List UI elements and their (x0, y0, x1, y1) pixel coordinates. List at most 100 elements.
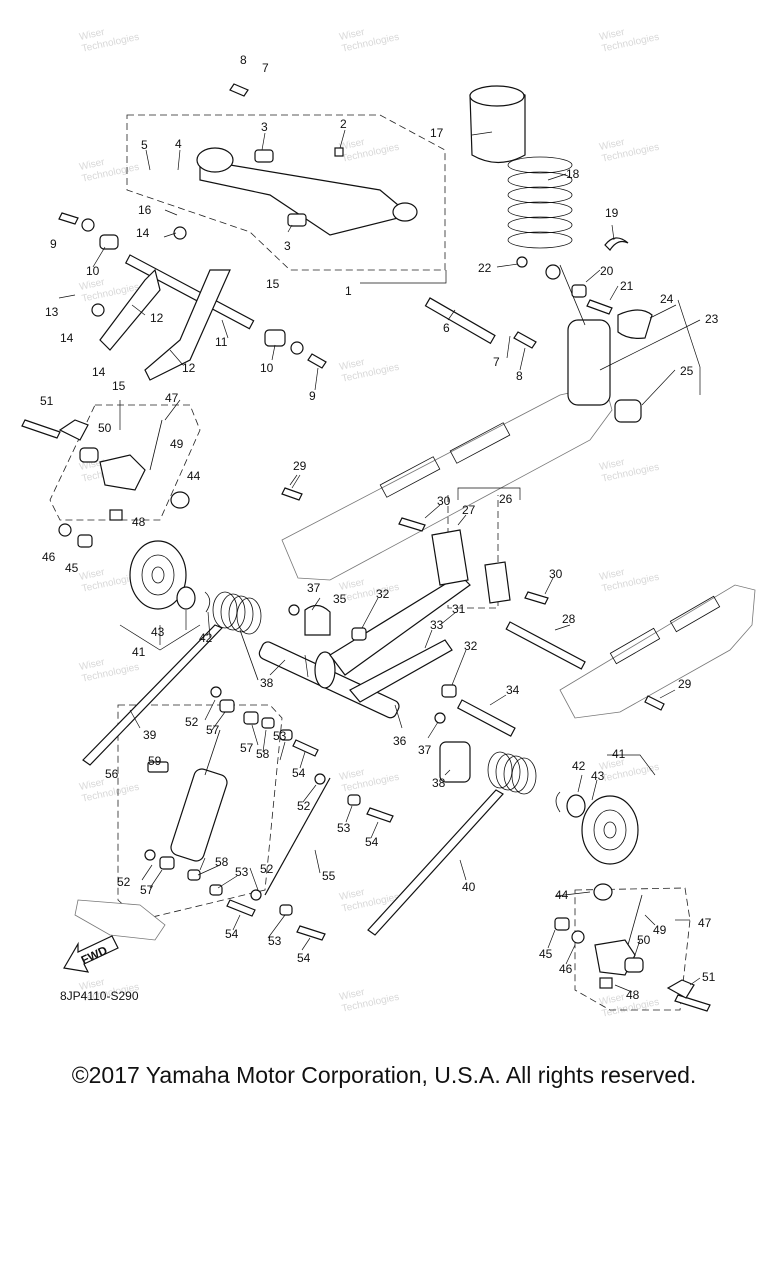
bolt-8 (513, 331, 537, 349)
callout-35: 35 (333, 592, 347, 606)
washer-37 (434, 712, 446, 724)
shock-bump-stop-top (469, 85, 525, 107)
nut-48 (109, 509, 123, 521)
circlip-42 (204, 591, 211, 613)
bolt-49 (627, 894, 643, 946)
bushing-44 (170, 491, 190, 509)
collar-57 (219, 699, 235, 713)
callout-37: 37 (307, 581, 321, 595)
callout-56: 56 (105, 767, 119, 781)
leader-lines (58, 129, 701, 993)
bolt-30 (398, 517, 426, 532)
collar-58 (261, 717, 275, 729)
callouts: 1 2 3 3 4 5 6 7 7 8 8 9 9 10 10 11 12 12… (40, 53, 719, 1002)
shaft-28 (505, 621, 586, 670)
callout-52: 52 (260, 862, 274, 876)
callout-54: 54 (292, 766, 306, 780)
callout-47: 47 (165, 391, 179, 405)
group-box-47-left (49, 404, 201, 521)
callout-52: 52 (185, 715, 199, 729)
washer-52 (314, 773, 326, 785)
svg-text:Wiser: Wiser (598, 992, 626, 1008)
collar-10 (99, 234, 119, 250)
svg-text:Wiser: Wiser (78, 27, 106, 43)
bolt-49 (149, 419, 163, 471)
bolts (21, 83, 711, 1012)
shaft-11 (124, 254, 255, 330)
bushing-3 (254, 149, 274, 163)
wheel-bracket-right (554, 883, 695, 999)
collar-20 (571, 284, 587, 298)
callout-54: 54 (297, 951, 311, 965)
upper-arm-assembly (81, 147, 496, 381)
callout-3: 3 (284, 239, 291, 253)
callout-25: 25 (680, 364, 694, 378)
callout-17: 17 (430, 126, 444, 140)
fwd-arrow: FWD (63, 935, 119, 973)
callout-48: 48 (132, 515, 146, 529)
bracket-49-body (99, 454, 146, 491)
shaft-34 (456, 699, 516, 737)
nut-48 (599, 977, 613, 989)
callout-29: 29 (678, 677, 692, 691)
callout-6: 6 (443, 321, 450, 335)
rear-shock-assembly (469, 85, 653, 423)
callout-59: 59 (148, 754, 162, 768)
idler-wheel-left (129, 540, 211, 613)
collar-58 (187, 869, 201, 881)
collar-53 (347, 794, 361, 806)
callout-8: 8 (516, 369, 523, 383)
bolt-9 (307, 353, 327, 369)
upper-arm (199, 159, 412, 236)
svg-text:Wiser: Wiser (338, 767, 366, 783)
callout-54: 54 (365, 835, 379, 849)
collar-53 (279, 904, 293, 916)
bolt-29 (644, 695, 665, 711)
callout-18: 18 (566, 167, 580, 181)
callout-33: 33 (430, 618, 444, 632)
copyright-notice: ©2017 Yamaha Motor Corporation, U.S.A. A… (71, 1062, 697, 1088)
collar-57 (159, 856, 175, 870)
group-box-56 (117, 704, 283, 921)
collar-25 (614, 399, 642, 423)
callout-9: 9 (50, 237, 57, 251)
svg-text:Wiser: Wiser (78, 657, 106, 673)
bushing-44 (593, 883, 613, 901)
bolt-9 (58, 212, 79, 225)
spring-tail (239, 629, 259, 681)
pivot-arm-31b (349, 639, 453, 703)
callout-49: 49 (170, 437, 184, 451)
callout-26: 26 (499, 492, 513, 506)
washer-37 (288, 604, 300, 616)
svg-text:Wiser: Wiser (338, 987, 366, 1003)
svg-text:Wiser: Wiser (338, 887, 366, 903)
diagram-code: 8JP4110-S290 (60, 989, 139, 1003)
callout-14: 14 (92, 365, 106, 379)
callout-30: 30 (549, 567, 563, 581)
callout-53: 53 (268, 934, 282, 948)
callout-12: 12 (150, 311, 164, 325)
collar-32 (351, 627, 367, 641)
callout-43: 43 (591, 769, 605, 783)
svg-text:Wiser: Wiser (78, 277, 106, 293)
callout-15: 15 (266, 277, 280, 291)
collar-38 (439, 741, 471, 783)
collar-50 (79, 447, 99, 463)
callout-53: 53 (273, 729, 287, 743)
upper-arm-boss (392, 202, 418, 222)
front-shock-rod (204, 729, 221, 776)
callout-58: 58 (215, 855, 229, 869)
callout-58: 58 (256, 747, 270, 761)
group-box-47-right (574, 887, 691, 1011)
front-shock-56 (147, 729, 331, 896)
group-box-1 (126, 114, 446, 271)
bolt-30 (524, 591, 549, 605)
callout-37: 37 (418, 743, 432, 757)
callout-39: 39 (143, 728, 157, 742)
callout-38: 38 (432, 776, 446, 790)
callout-53: 53 (235, 865, 249, 879)
small-parts (144, 686, 361, 916)
